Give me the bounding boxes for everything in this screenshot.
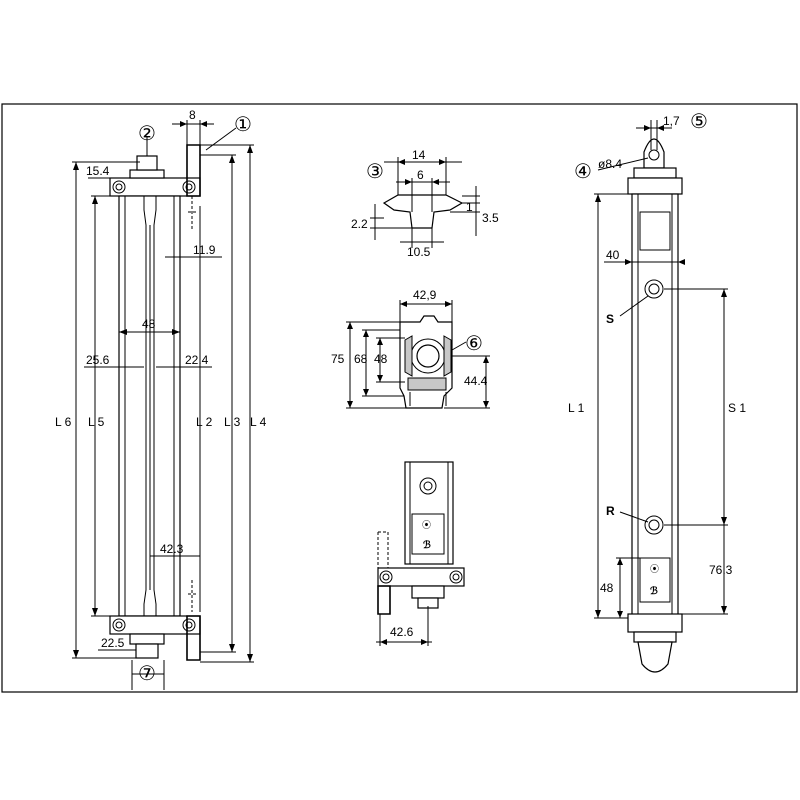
dim-side-offset: 11.9 [193, 243, 216, 257]
bracket-view: ⦿ ℬ 42.6 [376, 461, 465, 646]
label-l5: L 5 [88, 415, 105, 429]
dim-slot-inner: 6 [417, 168, 424, 182]
right-symbol: ⦿ [650, 564, 659, 574]
dim-section-68: 68 [354, 352, 368, 366]
callout-4: ④ [574, 161, 592, 183]
label-l6: L 6 [55, 415, 72, 429]
dim-width: 48 [142, 317, 156, 331]
bracket-logo: ℬ [423, 539, 431, 551]
label-r: R [606, 504, 615, 518]
dim-section-width: 42,9 [413, 288, 437, 302]
dim-hole-diameter: ø8.4 [598, 157, 622, 171]
right-logo: ℬ [650, 585, 658, 597]
label-l2: L 2 [196, 415, 213, 429]
left-side-view: 8 15.4 11.9 48 25.6 22.4 42.3 22.5 L 6 L… [55, 108, 267, 690]
section-view: 42,9 75 68 48 44.4 ⑥ [331, 288, 490, 409]
callout-1: ① [234, 114, 252, 136]
callout-7: ⑦ [138, 663, 156, 685]
dim-slot-base: 10.5 [407, 245, 431, 259]
dim-slot-depth: 2.2 [351, 217, 368, 231]
bracket-symbol: ⦿ [422, 520, 431, 530]
callout-3: ③ [366, 161, 384, 183]
callout-5: ⑤ [690, 111, 708, 133]
dim-top-flange: 8 [189, 108, 196, 122]
dim-left-half: 25.6 [86, 353, 110, 367]
dim-section-48: 48 [374, 352, 388, 366]
dim-top-offset: 15.4 [86, 164, 110, 178]
drawing-frame [1, 103, 798, 693]
dim-pin-width: 1,7 [663, 114, 680, 128]
dim-right-half: 22.4 [185, 353, 209, 367]
label-l4: L 4 [250, 415, 267, 429]
dim-bracket-width: 42.6 [390, 625, 414, 639]
dim-slot-lip: 1 [466, 200, 473, 214]
dim-section-offset: 44.4 [464, 374, 488, 388]
callout-2: ② [138, 123, 156, 145]
dim-right-lower: 76.3 [709, 563, 733, 577]
dim-lower-offset: 42.3 [160, 542, 184, 556]
dim-right-width: 40 [606, 248, 620, 262]
label-l3: L 3 [224, 415, 241, 429]
dim-slot-height: 3.5 [482, 211, 499, 225]
slot-detail-view: 14 6 1 3.5 2.2 10.5 ③ [351, 148, 499, 259]
dim-bottom-offset: 22.5 [101, 636, 125, 650]
label-l1: L 1 [568, 401, 585, 415]
right-front-view: ⦿ ℬ 1,7 ø8.4 40 48 76.3 S R [568, 111, 746, 673]
label-s: S [606, 312, 614, 326]
label-s1: S 1 [728, 401, 746, 415]
dim-slot-outer: 14 [412, 148, 426, 162]
dim-right-bottom: 48 [600, 581, 614, 595]
callout-6: ⑥ [465, 333, 483, 355]
dim-section-75: 75 [331, 352, 345, 366]
